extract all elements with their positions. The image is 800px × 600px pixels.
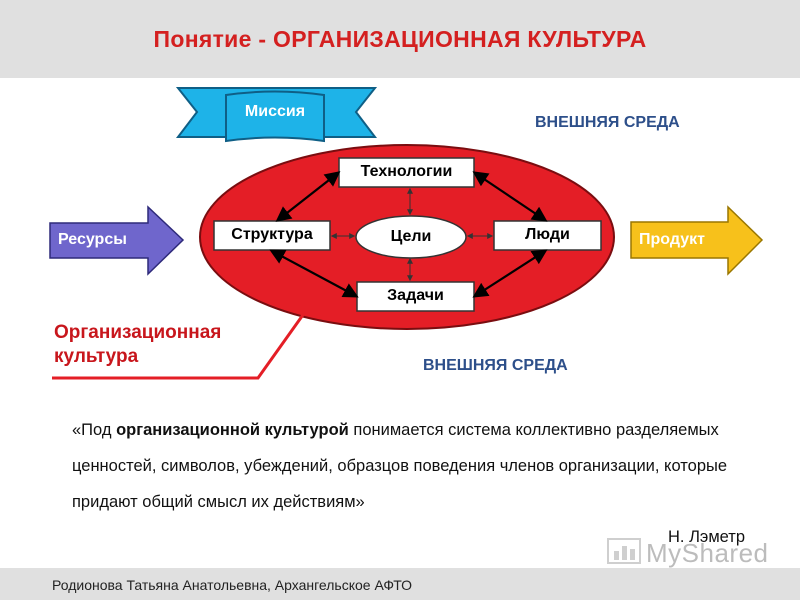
technology-label: Технологии <box>360 163 453 180</box>
mission-banner <box>175 87 378 143</box>
external-env-bottom: ВНЕШНЯЯ СРЕДА <box>423 357 568 374</box>
people-label: Люди <box>525 226 570 243</box>
quote-rest: понимается система коллективно разделяем… <box>72 421 728 511</box>
external-env-top: ВНЕШНЯЯ СРЕДА <box>535 114 680 131</box>
product-label: Продукт <box>639 231 705 248</box>
resources-arrow <box>49 205 185 276</box>
quote-bold-term: организационной культурой <box>116 421 349 439</box>
org-culture-label: Организационная культура <box>54 321 221 369</box>
watermark-icon <box>607 538 641 564</box>
tasks-label: Задачи <box>387 287 444 304</box>
arrow-tech-structure <box>275 171 341 222</box>
org-culture-pointer <box>52 311 307 380</box>
structure-label: Структура <box>231 226 313 243</box>
structure-node <box>213 220 331 251</box>
footer-bar: Родионова Татьяна Анатольевна, Архангель… <box>0 568 800 600</box>
goals-label: Цели <box>390 228 432 245</box>
header-bar: Понятие - ОРГАНИЗАЦИОННАЯ КУЛЬТУРА <box>0 0 800 78</box>
mission-label: Миссия <box>244 103 306 120</box>
arrow-structure-tasks <box>269 249 359 298</box>
footer-author: Родионова Татьяна Анатольевна, Архангель… <box>52 577 413 593</box>
definition-quote: «Под организационной культурой понимаетс… <box>72 412 772 520</box>
page-title: Понятие - ОРГАНИЗАЦИОННАЯ КУЛЬТУРА <box>153 26 647 52</box>
people-node <box>493 220 602 251</box>
quote-author: Н. Лэметр <box>668 528 746 546</box>
arrow-tech-people <box>472 171 548 222</box>
product-arrow <box>630 205 764 276</box>
watermark-text: MyShared <box>646 538 769 568</box>
org-culture-line-1: Организационная <box>54 322 222 343</box>
arrow-people-tasks <box>472 249 548 298</box>
org-culture-line-2: культура <box>54 346 139 367</box>
resources-label: Ресурсы <box>58 231 127 248</box>
quote-start: «Под <box>72 421 117 439</box>
